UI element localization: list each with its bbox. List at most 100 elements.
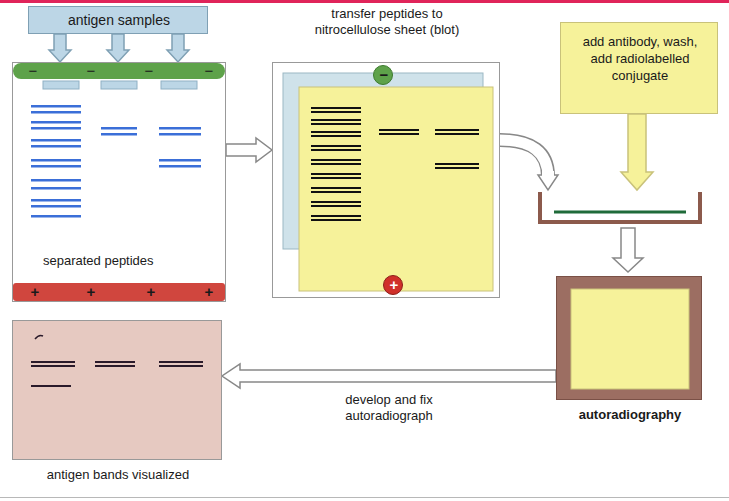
curved-arrow-joint (542, 171, 554, 177)
band (435, 163, 479, 165)
autoradiograph-panel: autoradiography (556, 276, 702, 400)
node-label: antigen bands visualized (3, 467, 233, 483)
result-film: antigen bands visualized (12, 320, 222, 460)
band (311, 215, 361, 217)
band (159, 159, 201, 162)
node-label: separated peptides (43, 253, 213, 269)
anode-electrode: + (383, 275, 403, 295)
node-label: − (142, 63, 156, 79)
band (31, 199, 81, 202)
cathode-bar: −−−− (13, 63, 225, 79)
band (31, 127, 81, 130)
cathode-electrode: − (373, 65, 393, 85)
curved-arrow-head (538, 175, 558, 190)
sample-well (101, 81, 137, 89)
band (311, 191, 361, 193)
band (311, 219, 361, 221)
blot-in-tray (554, 211, 686, 214)
band (159, 165, 201, 168)
band (31, 111, 81, 114)
node-label: + (28, 283, 42, 301)
band (31, 159, 81, 162)
band (435, 167, 479, 169)
electrophoresis-gel: separated peptides − − − − + + + + (12, 62, 226, 302)
band (31, 187, 81, 190)
band (31, 121, 81, 124)
reagent-box: add antibody, wash, add radiolabelled co… (560, 22, 718, 114)
nitrocellulose-sheet (299, 87, 493, 291)
curved-arrow-outline (500, 140, 548, 176)
top-rule (0, 0, 729, 3)
band (379, 133, 419, 135)
node-label: + (384, 276, 404, 294)
sample-well (161, 81, 197, 89)
node-label: transfer peptides to nitrocellulose shee… (302, 6, 472, 37)
node-label: − (26, 63, 40, 79)
band (31, 179, 81, 182)
curved-arrow-fill (499, 140, 548, 177)
band (31, 205, 81, 208)
band (311, 123, 361, 125)
band (101, 127, 137, 130)
block-arrow (49, 34, 189, 62)
band (31, 139, 81, 142)
band (159, 127, 201, 130)
panel-illustration (273, 63, 501, 299)
band (31, 165, 81, 168)
node-label: − (84, 63, 98, 79)
band (31, 361, 75, 363)
band (101, 133, 137, 136)
band (159, 365, 203, 367)
band (311, 177, 361, 179)
arrow-shape (226, 138, 272, 162)
band (31, 385, 71, 387)
band (311, 135, 361, 137)
block-arrow (226, 138, 272, 162)
bottom-rule (0, 497, 729, 498)
node-label: autoradiography (547, 407, 713, 423)
x-ray-film (571, 289, 689, 389)
sample-well (43, 81, 79, 89)
node-label: − (202, 63, 216, 79)
node-label: + (144, 283, 158, 301)
band (159, 361, 203, 363)
band (311, 119, 361, 121)
band (311, 163, 361, 165)
band (95, 361, 135, 363)
arrow-shape (222, 364, 556, 388)
band (311, 205, 361, 207)
node-label: antigen samples (29, 12, 209, 29)
band (159, 133, 201, 136)
band (31, 145, 81, 148)
block-arrow (222, 364, 556, 388)
band (311, 131, 361, 133)
incubation-tray (540, 192, 700, 222)
band (311, 145, 361, 147)
band (311, 107, 361, 109)
arrow-shape (49, 34, 71, 62)
film-mark (35, 335, 43, 339)
anode-bar: + + + + (13, 283, 225, 301)
edge-label: develop and fix autoradiograph (314, 392, 464, 423)
panel-illustration (557, 277, 703, 401)
arrow-shape (107, 34, 129, 62)
node-label: + (84, 283, 98, 301)
node-label: + (202, 283, 216, 301)
reagent-arrow (621, 114, 653, 190)
node-label: add antibody, wash, add radiolabelled co… (571, 33, 709, 84)
band (311, 187, 361, 189)
band (311, 111, 361, 113)
band (311, 201, 361, 203)
band (435, 129, 479, 131)
band (311, 149, 361, 151)
band (95, 365, 135, 367)
panel-illustration (13, 321, 223, 461)
band (311, 173, 361, 175)
band (31, 215, 81, 218)
band (379, 129, 419, 131)
sample-box: antigen samples (28, 6, 208, 34)
band (311, 159, 361, 161)
band (31, 365, 75, 367)
node-label: − (374, 66, 394, 84)
band (435, 133, 479, 135)
